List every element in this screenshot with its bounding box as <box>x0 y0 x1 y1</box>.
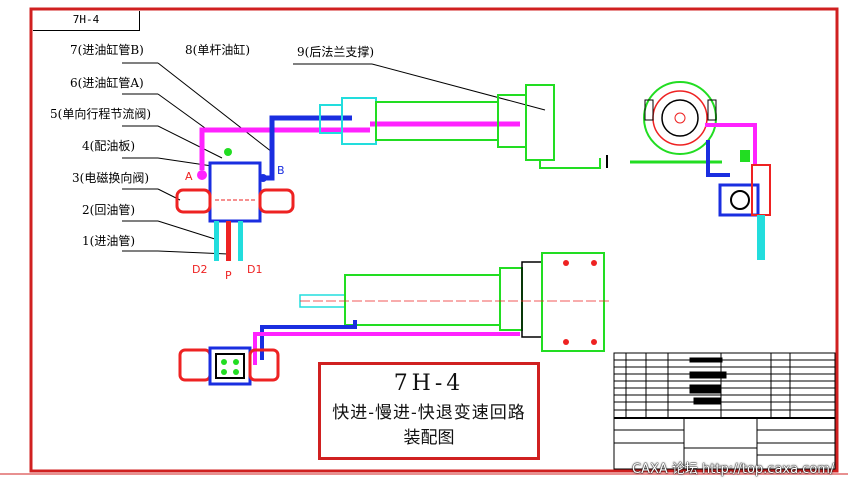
port-a-label: A <box>185 170 193 183</box>
cylinder-top-view <box>319 84 608 169</box>
title-block <box>613 352 836 470</box>
pipe-b <box>262 115 352 181</box>
label-7: 7(进油缸管B) <box>70 42 144 57</box>
label-4: 4(配油板) <box>82 139 135 153</box>
directional-valve <box>175 148 295 261</box>
port-p-label: P <box>225 269 232 282</box>
title-code: 7H-4 <box>393 371 465 396</box>
title-name: 快进-慢进-快退变速回路 <box>332 403 526 423</box>
port-d2-label: D2 <box>192 263 207 276</box>
label-2: 2(回油管) <box>82 202 135 217</box>
label-6: 6(进油缸管A) <box>70 75 144 90</box>
label-1: 1(进油管) <box>82 233 135 248</box>
cylinder-side-view <box>630 81 771 260</box>
directional-valve-front <box>178 346 280 386</box>
label-5: 5(单向行程节流阀) <box>50 106 151 121</box>
pipe-a <box>199 127 370 170</box>
label-8: 8(单杆油缸) <box>185 42 250 57</box>
port-b-label: B <box>277 164 285 177</box>
label-9: 9(后法兰支撑) <box>297 44 374 59</box>
cylinder-front-view <box>253 252 610 365</box>
forum-watermark: CAXA 论坛 http://top.caxa.com/ <box>632 462 835 477</box>
port-d1-label: D1 <box>247 263 262 276</box>
drawing-code-tab: 7H-4 <box>33 11 140 31</box>
drawing-border <box>29 7 839 473</box>
label-3: 3(电磁换向阀) <box>72 170 149 185</box>
drawing-title-box: 7H-4 快进-慢进-快退变速回路 装配图 <box>318 362 540 460</box>
title-subtitle: 装配图 <box>403 428 455 448</box>
part-labels: 7(进油缸管B) 8(单杆油缸) 9(后法兰支撑) 6(进油缸管A) 5(单向行… <box>50 42 546 255</box>
